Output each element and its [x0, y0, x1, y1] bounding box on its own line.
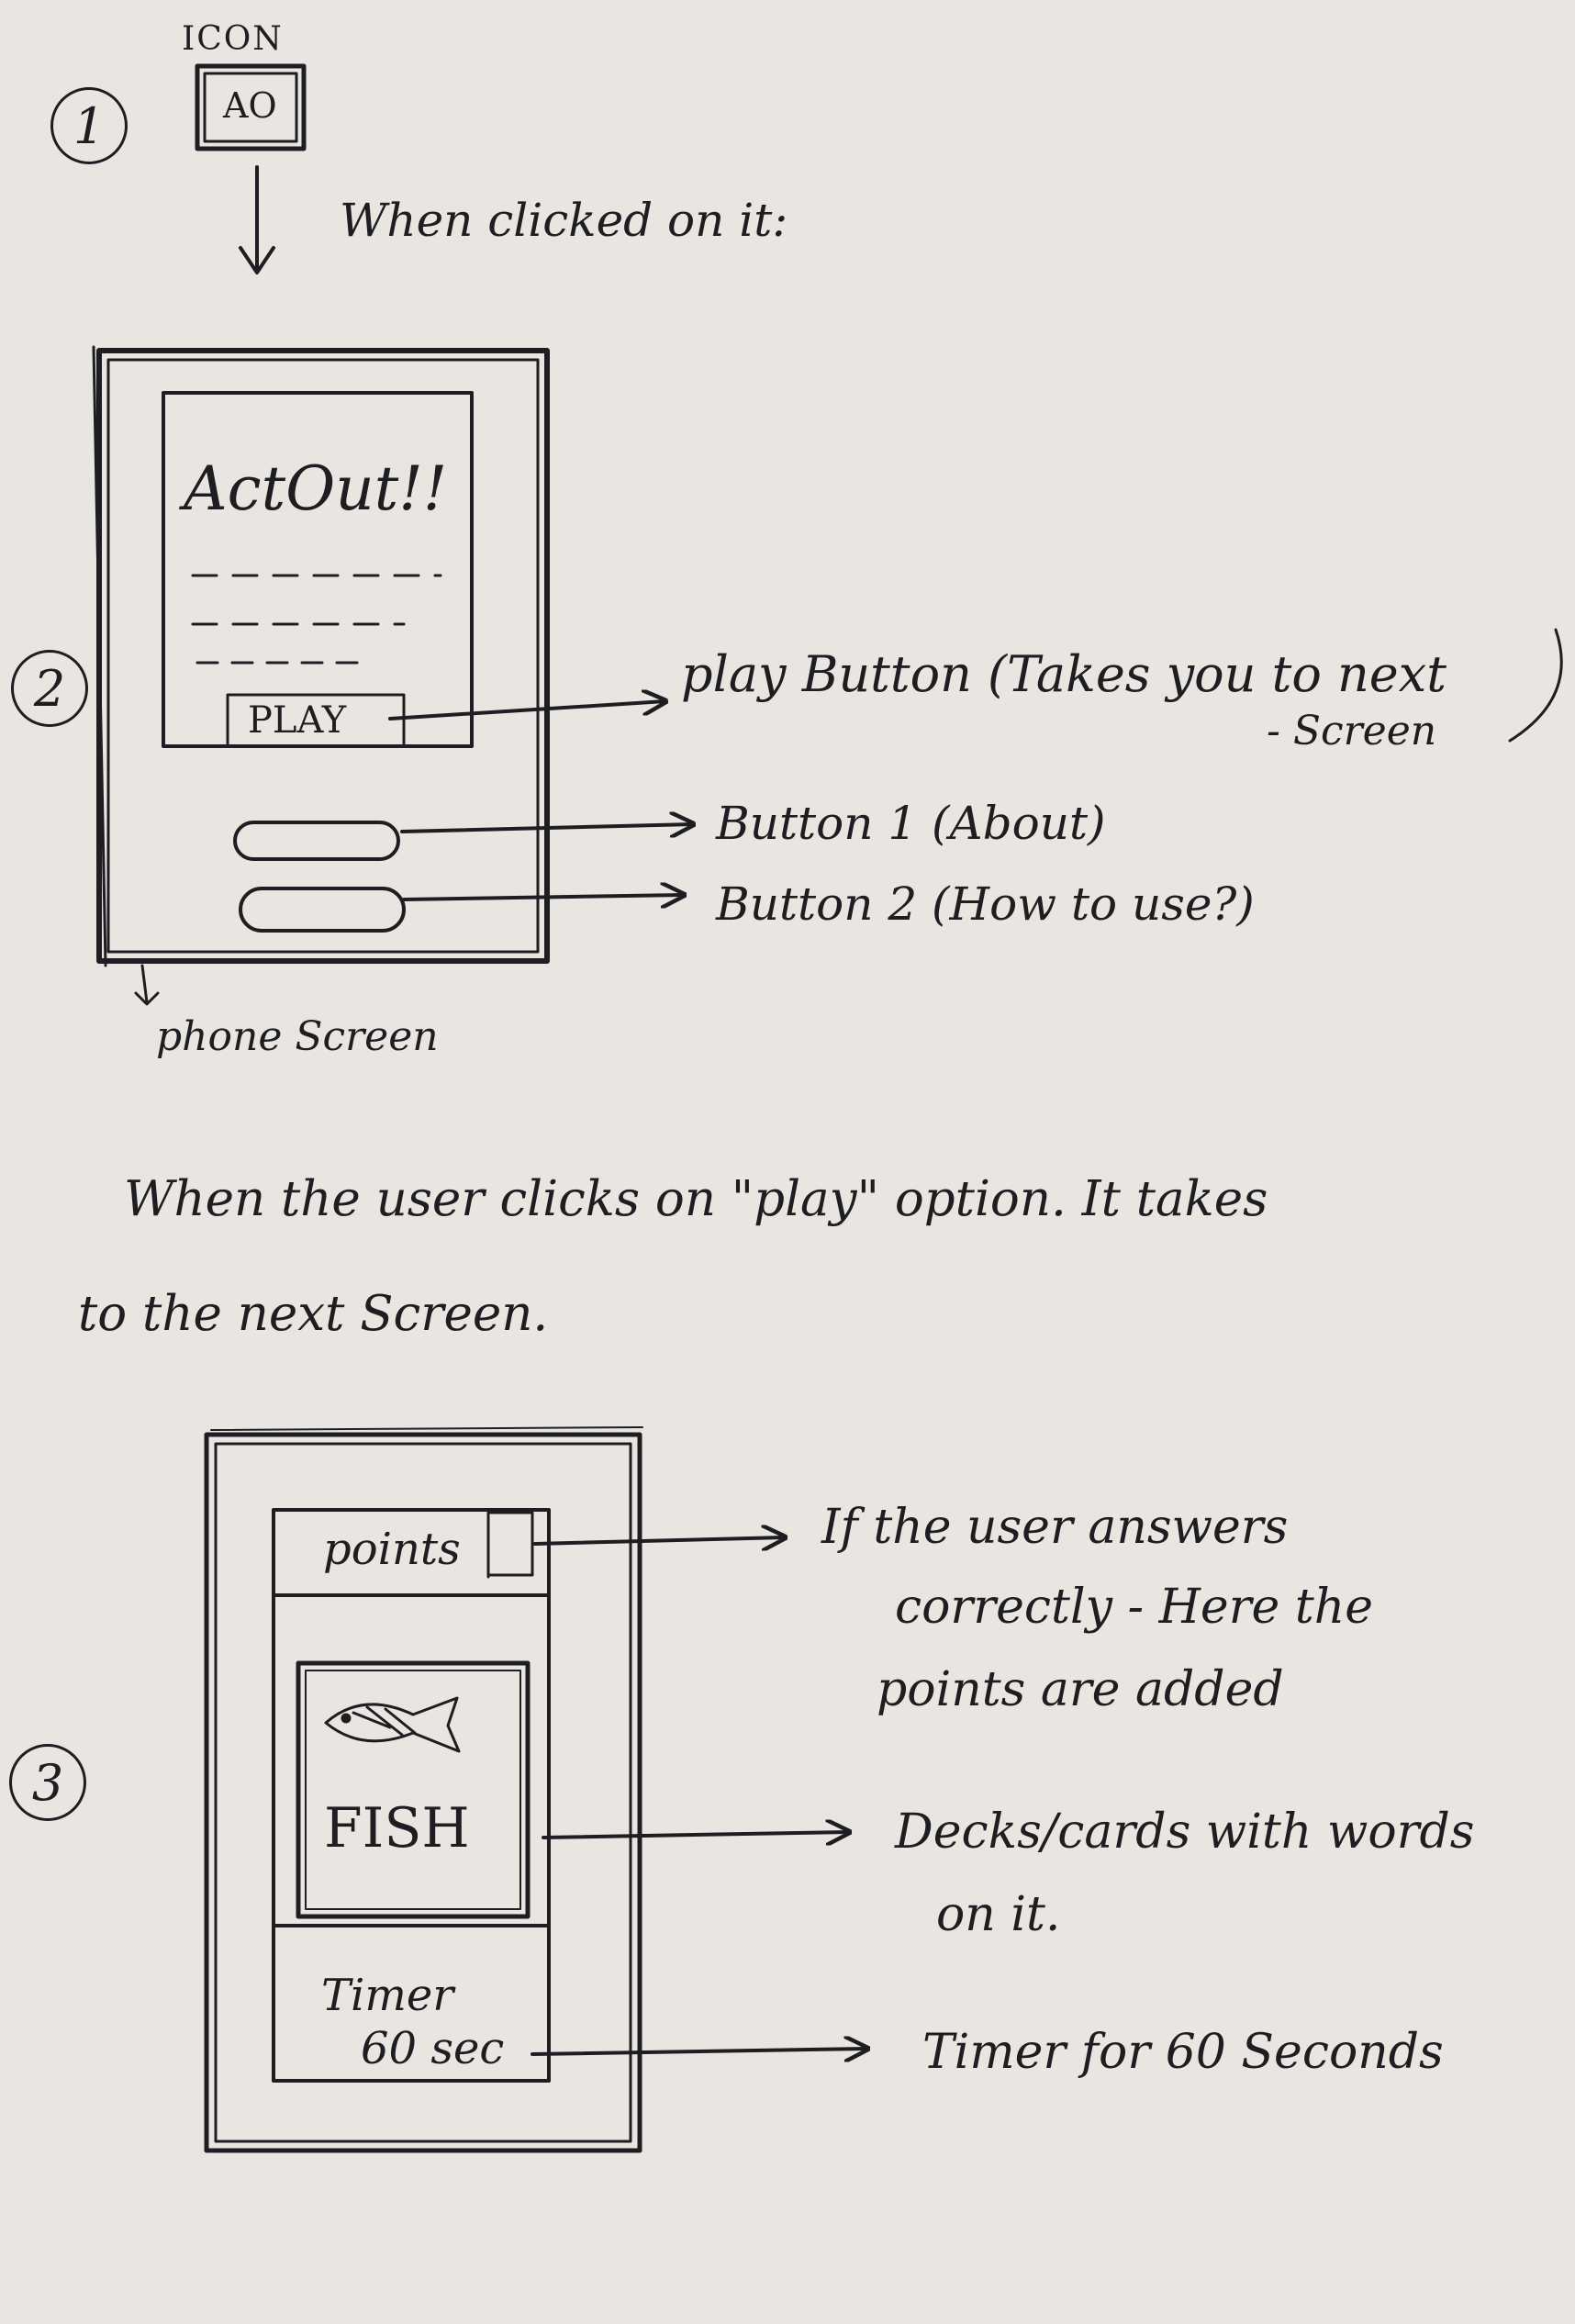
cards-annotation-line-2: on it. [936, 1887, 1061, 1942]
points-annotation-line-3: points are added [877, 1662, 1284, 1717]
icon-down-arrow [239, 165, 275, 274]
play-button [226, 693, 406, 748]
about-annotation: Button 1 (About) [716, 797, 1106, 850]
card-word: FISH [324, 1796, 470, 1860]
fish-icon [324, 1696, 461, 1753]
points-value-box [486, 1511, 534, 1577]
play-connector [388, 701, 665, 721]
placeholder-text-lines [191, 574, 442, 665]
card-connector [542, 1832, 849, 1838]
phone-screen-caption: phone Screen [156, 1013, 439, 1060]
cards-annotation-line-1: Decks/cards with words [895, 1804, 1475, 1860]
how-to-use-connector [402, 895, 684, 899]
transition-line-1: When the user clicks on "play" option. I… [124, 1171, 1268, 1227]
icon-letters: AO [223, 85, 277, 126]
title-panel [162, 391, 474, 748]
about-connector [400, 824, 693, 832]
word-card [296, 1660, 531, 1919]
app-icon [195, 63, 307, 151]
step-3-marker: 3 [9, 1744, 86, 1821]
timer-connector [531, 2049, 867, 2054]
icon-click-note: When clicked on it: [340, 194, 788, 247]
timer-label: Timer [321, 1970, 454, 2021]
timer-value: 60 sec [361, 2023, 505, 2074]
play-annotation-continued: - Screen [1267, 708, 1437, 754]
step-1-marker: 1 [50, 87, 128, 164]
timer-annotation: Timer for 60 Seconds [922, 2025, 1444, 2080]
points-annotation-line-1: If the user answers [821, 1500, 1289, 1555]
step-2-marker: 2 [11, 650, 88, 727]
points-connector [533, 1537, 785, 1544]
how-to-use-button [239, 887, 406, 933]
phone-screen-pointer [134, 964, 160, 1006]
transition-line-2: to the next Screen. [78, 1286, 549, 1342]
how-to-use-annotation: Button 2 (How to use?) [716, 877, 1255, 931]
game-panel [272, 1508, 551, 2083]
phone-screen-frame [92, 345, 550, 967]
icon-caption: ICON [182, 20, 284, 58]
annotation-bracket [1508, 628, 1563, 743]
game-screen-frame [204, 1426, 643, 2153]
play-button-label: PLAY [248, 699, 347, 742]
play-annotation: play Button (Takes you to next [681, 645, 1447, 703]
app-title: ActOut!! [184, 453, 448, 524]
about-button [233, 821, 400, 861]
points-label: points [323, 1524, 461, 1575]
points-annotation-line-2: correctly - Here the [895, 1580, 1374, 1635]
